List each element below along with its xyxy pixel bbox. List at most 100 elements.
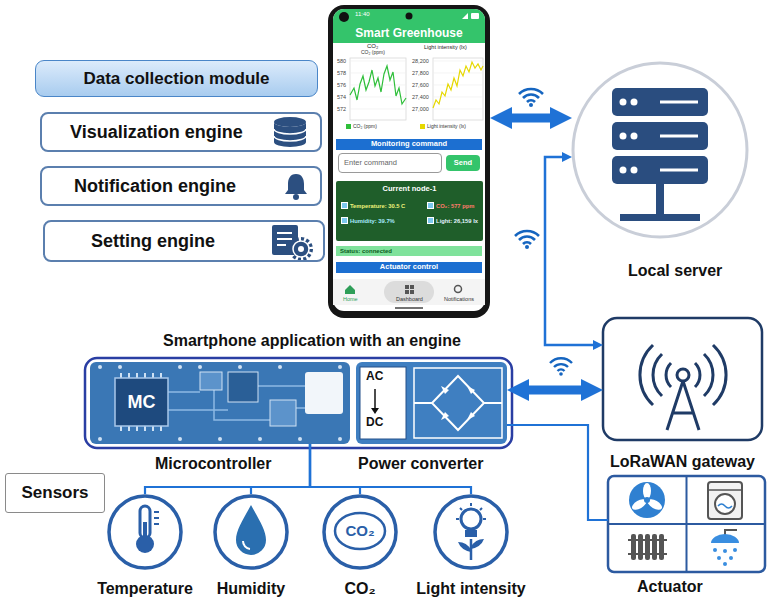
node-label: Status: connected xyxy=(340,248,392,255)
co2-bubble-icon xyxy=(335,513,385,549)
light-chart xyxy=(433,61,483,109)
light-chart xyxy=(433,62,483,108)
light-chart xyxy=(433,58,483,120)
axis-tick: 27,600 xyxy=(412,82,429,88)
microcontroller-board xyxy=(338,437,342,441)
phone-frame xyxy=(328,5,490,318)
microcontroller-board xyxy=(258,437,262,441)
axis-tick: 27,400 xyxy=(412,94,429,100)
microcontroller-board xyxy=(98,437,102,441)
microcontroller-board xyxy=(238,365,242,369)
actuator-icons xyxy=(638,534,643,560)
actuator-icons xyxy=(631,534,664,560)
sensor-circle xyxy=(324,496,396,568)
power-converter-panel: ACDCPower converter xyxy=(356,362,507,444)
wireless-link-arrow xyxy=(529,386,581,395)
wifi-icon xyxy=(554,364,568,367)
sensor-node: Temperature xyxy=(107,494,183,570)
node-label: Local server xyxy=(628,262,722,280)
axis-tick: 574 xyxy=(337,94,346,100)
co2-bubble-icon xyxy=(335,513,385,549)
sensor-circle xyxy=(213,494,289,570)
actuator-icons xyxy=(659,534,664,560)
wifi-icon xyxy=(550,358,572,363)
microcontroller-board xyxy=(414,368,502,438)
node-label: Power converter xyxy=(358,455,483,473)
phone-nav-bar xyxy=(395,307,423,309)
server-icon xyxy=(620,214,700,221)
node-label: Humidity xyxy=(217,580,285,598)
phone-frame xyxy=(333,9,485,24)
wifi-icon xyxy=(523,242,531,244)
axis-title: CO₂ (ppm) xyxy=(361,50,385,56)
sensors-box: Sensors xyxy=(5,473,105,513)
sensor-circle xyxy=(109,496,181,568)
bell-icon xyxy=(285,174,307,194)
light-icon xyxy=(461,509,481,529)
node-readings-panel: Current node-1Temperature: 30.5 CCO₂: 57… xyxy=(336,181,483,241)
co2-chart xyxy=(350,58,406,120)
microcontroller-board xyxy=(90,362,350,444)
sensor-node: Humidity xyxy=(213,494,289,570)
microcontroller-board xyxy=(360,367,406,439)
node-label: Light: 26,159 lx xyxy=(427,217,478,225)
sensor-node: CO₂CO₂ xyxy=(322,494,398,570)
settings-icon xyxy=(293,241,309,257)
microcontroller-board xyxy=(98,365,342,441)
app-header-bar: Smart Greenhouse xyxy=(333,24,485,43)
server-icon xyxy=(573,63,747,237)
water-drop-icon xyxy=(243,541,250,549)
local-server: Local server xyxy=(572,62,748,238)
axis-tick: 576 xyxy=(337,82,346,88)
node-label: Data collection module xyxy=(83,69,269,89)
node-label: CO₂ xyxy=(345,522,374,539)
node-label: Temperature: 30.5 C xyxy=(341,202,405,210)
nav-label: Notifications xyxy=(444,296,474,302)
node-label: Setting engine xyxy=(91,231,215,252)
actuator-icons xyxy=(708,489,742,491)
actuator-icons xyxy=(713,548,737,566)
phone-nav-bar xyxy=(333,279,485,308)
phone-frame xyxy=(462,13,468,19)
water-drop-icon xyxy=(236,505,266,555)
sensor-circle xyxy=(433,494,509,570)
phone-nav-bar xyxy=(410,290,414,294)
command-input: Enter command xyxy=(338,153,442,173)
thermometer-icon xyxy=(136,506,159,553)
microcontroller-board xyxy=(178,365,182,369)
wifi-icon xyxy=(529,103,533,107)
phone-frame xyxy=(471,13,479,19)
water-drop-icon xyxy=(236,505,266,555)
node-label: LoRaWAN gateway xyxy=(610,453,755,471)
actuator-icons xyxy=(629,482,665,518)
light-icon xyxy=(465,530,477,537)
actuator-icons xyxy=(630,483,663,512)
chart-legend: CO₂ (ppm) xyxy=(346,124,377,130)
database-icon xyxy=(274,122,306,147)
send-button: Send xyxy=(446,155,480,171)
actuator-icons xyxy=(631,534,636,560)
microcontroller-board xyxy=(414,402,502,404)
wifi-icon xyxy=(519,237,535,240)
phone-nav-bar xyxy=(455,286,462,293)
sensor-node: Light intensity xyxy=(433,494,509,570)
microcontroller-board xyxy=(338,365,342,369)
node-label: Smartphone application with an engine xyxy=(163,332,461,350)
microcontroller-board xyxy=(85,358,512,448)
legend-text: Light intensity (lx) xyxy=(427,124,466,130)
settings-icon xyxy=(272,225,311,259)
actuator-icons xyxy=(711,534,739,543)
gateway-icon xyxy=(603,318,762,440)
actuator-icons xyxy=(733,548,737,552)
server-icon xyxy=(620,99,638,174)
sensor-circle xyxy=(435,496,507,568)
phone-frame xyxy=(333,9,485,311)
engine-box: Visualization engine xyxy=(40,112,322,152)
microcontroller-board xyxy=(198,365,202,369)
status-time: 11:40 xyxy=(355,11,370,18)
database-icon xyxy=(274,117,306,147)
sensor-circle xyxy=(107,494,183,570)
section-bar: Actuator control xyxy=(336,262,482,273)
settings-icon xyxy=(298,246,304,252)
microcontroller-board xyxy=(356,362,507,444)
